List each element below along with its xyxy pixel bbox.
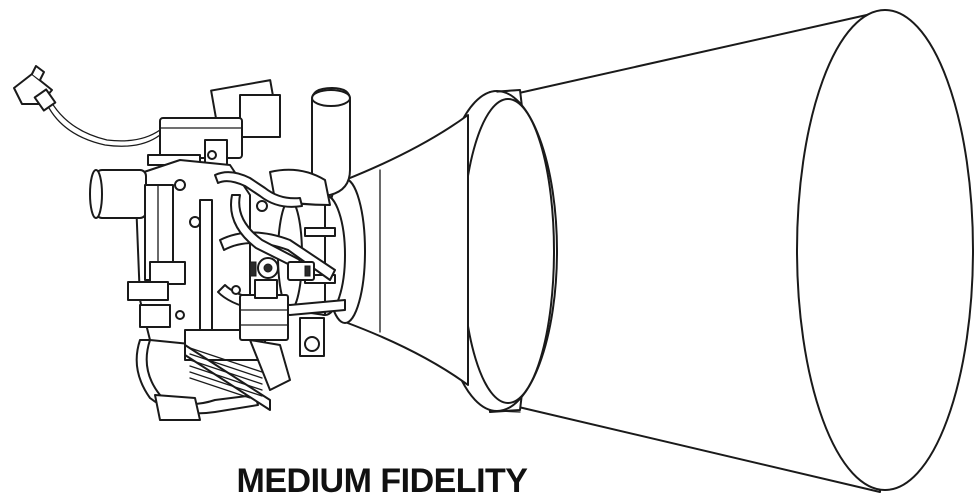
exhaust-pipe <box>269 87 351 206</box>
heat-exchanger-fins <box>189 347 263 399</box>
chassis-frame <box>89 159 251 346</box>
nozzle-bell <box>509 9 974 493</box>
lower-pipework <box>135 329 291 421</box>
valve-stack <box>147 79 281 171</box>
cable-connector <box>13 65 161 147</box>
figure-caption: MEDIUM FIDELITY <box>236 462 528 500</box>
fasteners <box>174 150 268 320</box>
fuel-lines <box>199 171 346 331</box>
regulator-block <box>239 257 325 357</box>
